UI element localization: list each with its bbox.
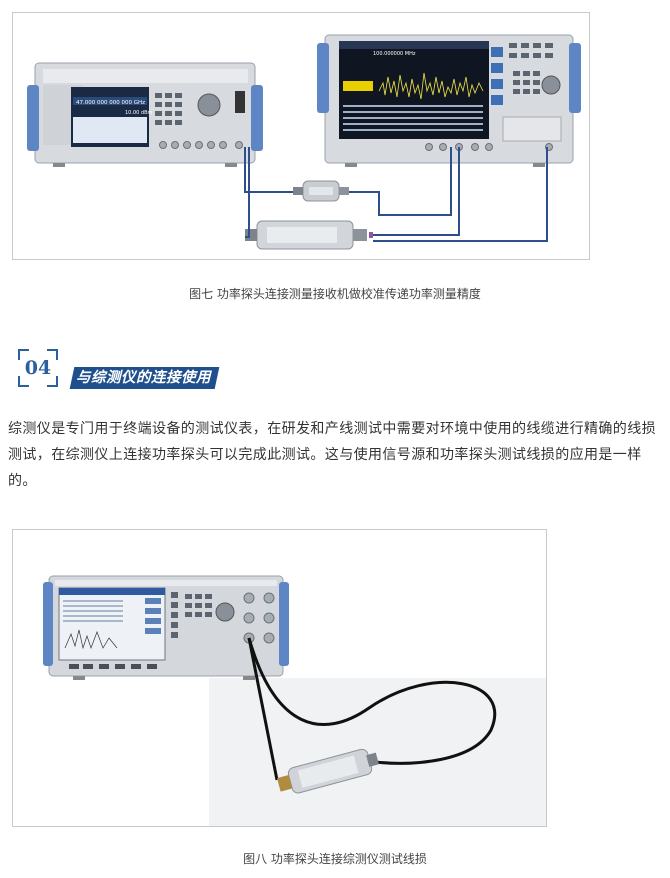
power-sensor-small <box>293 180 349 202</box>
signal-generator-instrument: 47.000 000 000 000 GHz 10.00 dBm <box>27 62 263 167</box>
receiver-header-readout: 100.000000 MHz <box>373 51 416 57</box>
power-sensor-large <box>245 220 373 250</box>
sg-level-readout: 10.00 dBm <box>125 110 153 116</box>
power-sensor <box>277 748 379 794</box>
section-number: 04 <box>24 357 52 379</box>
figure-7-caption: 图七 功率探头连接测量接收机做校准传递功率测量精度 <box>189 287 481 301</box>
sg-rotary-knob <box>197 93 221 117</box>
sg-frequency-readout: 47.000 000 000 000 GHz <box>76 100 145 106</box>
radio-communication-tester <box>43 575 289 680</box>
figure-7-image: 47.000 000 000 000 GHz 10.00 dBm <box>12 12 590 260</box>
figure-7-illustration: 47.000 000 000 000 GHz 10.00 dBm <box>27 34 581 250</box>
figure-8-image <box>12 529 547 827</box>
figure-8-caption: 图八 功率探头连接综测仪测试线损 <box>243 852 427 866</box>
section-number-badge: 04 <box>18 349 58 387</box>
body-paragraph: 综测仪是专门用于终端设备的测试仪表，在研发和产线测试中需要对环境中使用的线缆进行… <box>8 421 656 489</box>
figure-8-illustration <box>43 575 546 826</box>
section-title-text: 与综测仪的连接使用 <box>76 370 211 386</box>
measuring-receiver-instrument: 100.000000 MHz <box>317 34 581 167</box>
test-cable <box>247 637 497 765</box>
section-title: 与综测仪的连接使用 <box>69 367 220 389</box>
connection-cables <box>244 147 548 242</box>
